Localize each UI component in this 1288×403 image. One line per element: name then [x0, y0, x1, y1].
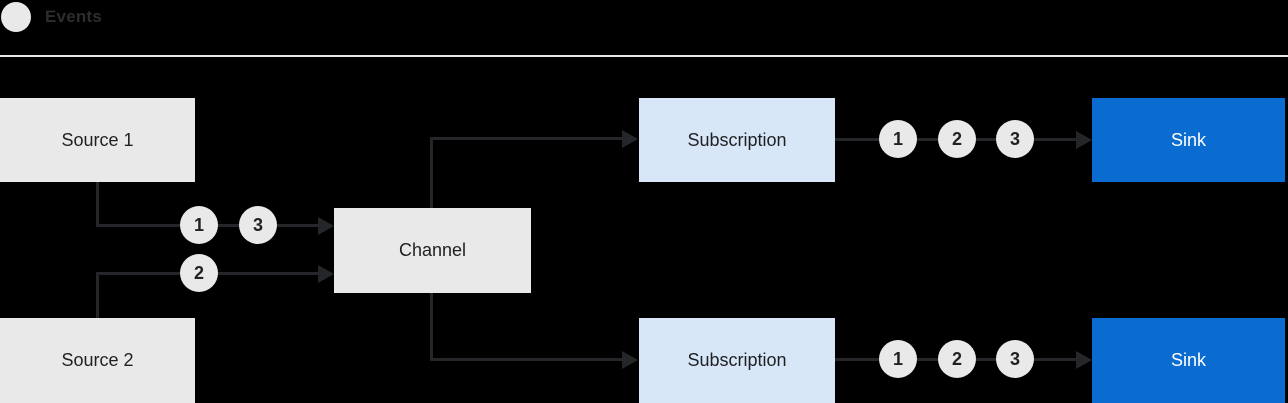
- arrowhead-icon: [622, 130, 638, 148]
- edge-source1-to-channel-vertical: [96, 181, 99, 227]
- event-marker: 3: [996, 120, 1034, 158]
- divider: [0, 55, 1288, 57]
- node-subscription-bottom: Subscription: [639, 318, 835, 403]
- node-source-1: Source 1: [0, 98, 195, 182]
- edge-source2-to-channel-vertical: [96, 274, 99, 318]
- event-marker: 3: [239, 206, 277, 244]
- arrowhead-icon: [1076, 351, 1092, 369]
- node-source-2-label: Source 2: [61, 350, 134, 370]
- event-marker: 1: [180, 206, 218, 244]
- node-sink-bottom: Sink: [1092, 318, 1285, 403]
- node-subscription-top-label: Subscription: [687, 129, 787, 150]
- node-subscription-top: Subscription: [639, 98, 835, 182]
- node-source-1-label: Source 1: [61, 129, 134, 150]
- arrowhead-icon: [318, 265, 334, 283]
- event-marker: 2: [938, 340, 976, 378]
- event-marker: 1: [879, 120, 917, 158]
- event-marker: 2: [938, 120, 976, 158]
- events-legend-swatch-icon: [1, 2, 31, 32]
- event-marker: 2: [180, 254, 218, 292]
- node-source-2: Source 2: [0, 318, 195, 403]
- events-legend-label: Events: [45, 7, 102, 26]
- arrowhead-icon: [622, 351, 638, 369]
- node-channel-label: Channel: [398, 240, 467, 260]
- arrowhead-icon: [1076, 131, 1092, 149]
- node-sink-top: Sink: [1092, 98, 1285, 182]
- node-sink-bottom-label: Sink: [1170, 350, 1206, 370]
- edge-channel-to-subscription-bottom-vertical: [430, 293, 433, 361]
- arrowhead-icon: [318, 217, 334, 235]
- edge-channel-to-subscription-top-horizontal: [430, 137, 623, 140]
- node-subscription-bottom-label: Subscription: [687, 350, 787, 370]
- node-sink-top-label: Sink: [1170, 129, 1206, 150]
- edge-channel-to-subscription-bottom-horizontal: [430, 358, 623, 361]
- edge-channel-to-subscription-top-vertical: [430, 137, 433, 208]
- node-channel: Channel: [334, 208, 531, 293]
- event-marker: 3: [996, 340, 1034, 378]
- event-marker: 1: [879, 340, 917, 378]
